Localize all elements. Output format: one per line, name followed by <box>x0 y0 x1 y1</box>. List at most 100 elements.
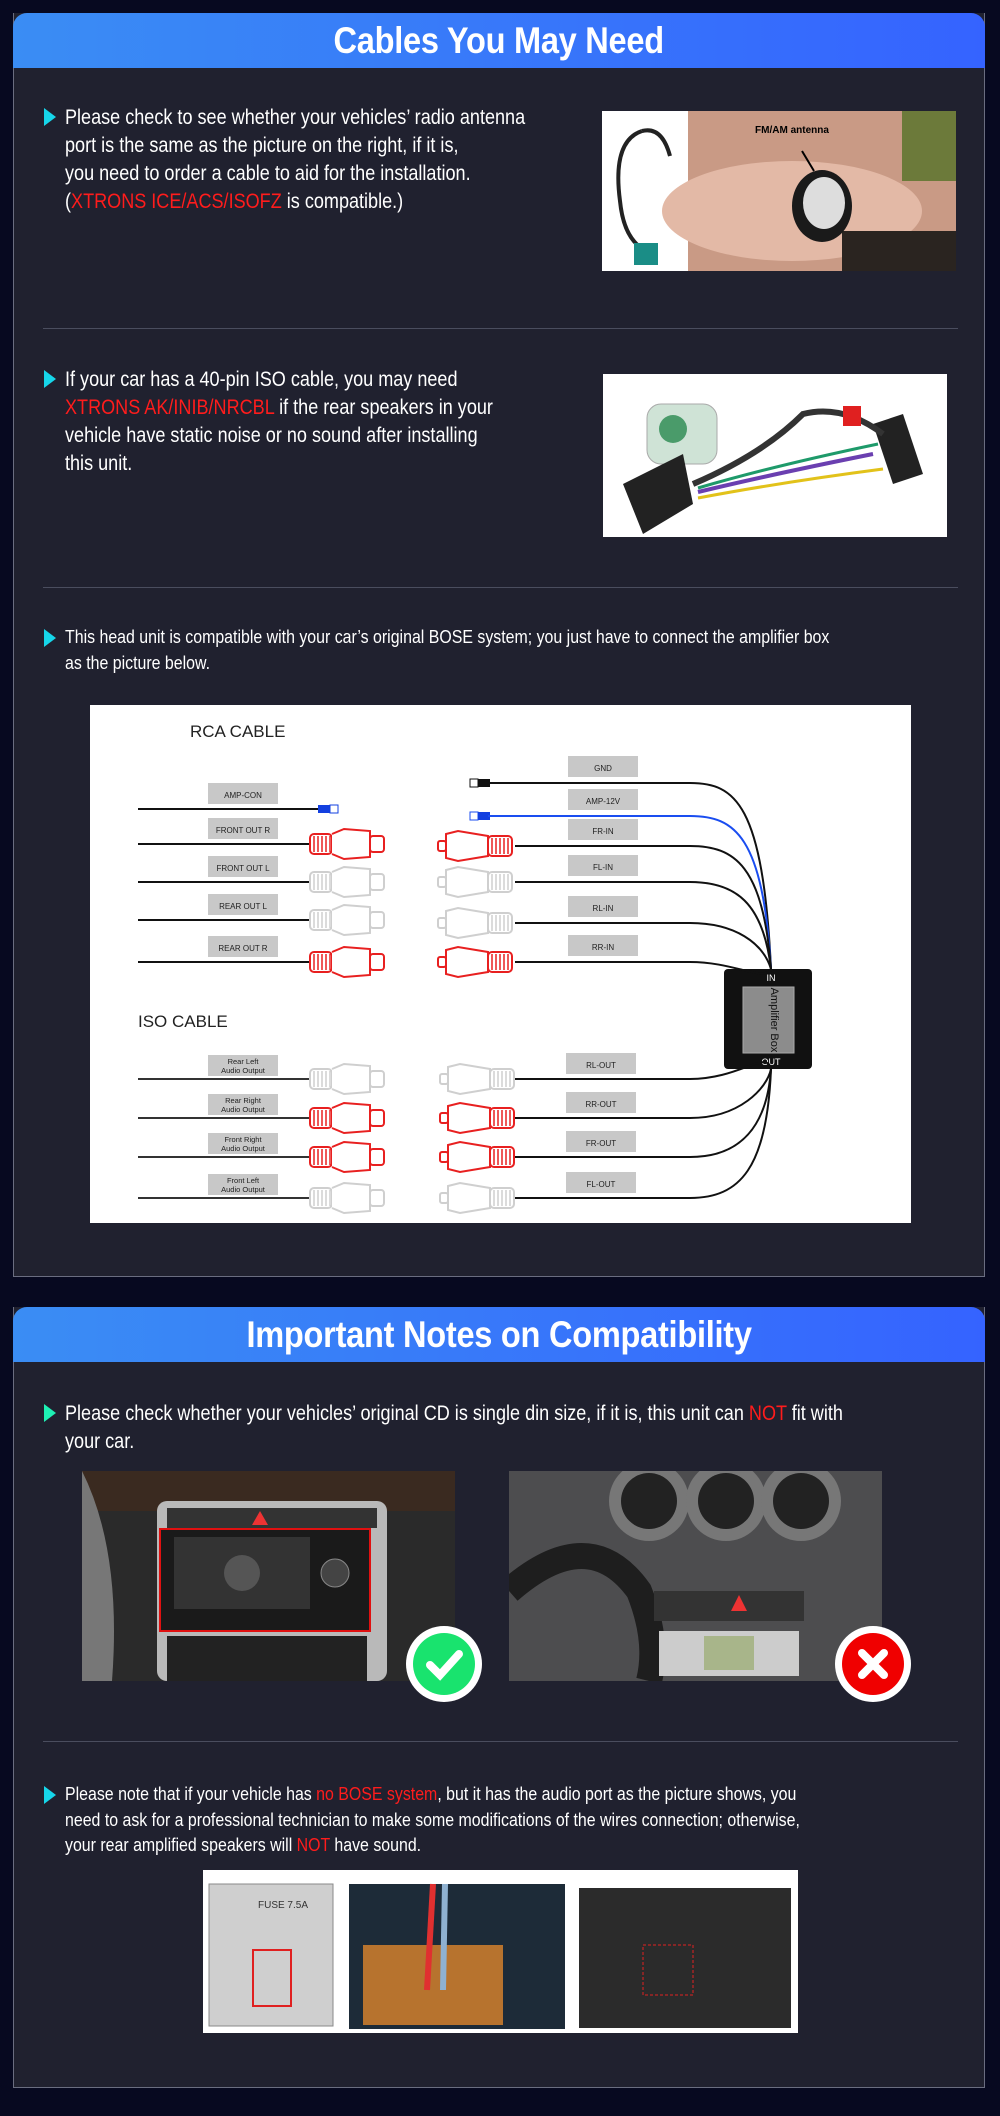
bose-note: This head unit is compatible with your c… <box>65 624 954 675</box>
rca-right-label-box <box>568 789 638 810</box>
text-segment: your car. <box>65 1430 135 1453</box>
iso-left-label: Front Right <box>224 1135 262 1144</box>
plug-body <box>331 1101 371 1135</box>
iso-harness-photo <box>603 374 947 537</box>
rca-plug <box>437 945 513 979</box>
iso-plug <box>439 1181 515 1215</box>
highlight-text: NOT <box>296 1834 330 1855</box>
rca-right-label-box <box>568 935 638 956</box>
double-din-dash-photo <box>82 1471 455 1681</box>
text-segment: have sound. <box>329 1834 422 1855</box>
plug-body <box>331 1181 371 1215</box>
cables-header: Cables You May Need <box>13 13 985 68</box>
rca-in-wire <box>515 881 772 970</box>
bullet-arrow-icon <box>44 370 56 388</box>
iso-right-label: FR-OUT <box>586 1139 616 1148</box>
rca-in-wire <box>488 815 772 970</box>
plug-body <box>445 945 489 979</box>
rca-left-label: REAR OUT R <box>218 944 267 953</box>
amp-in-label: IN <box>767 973 776 983</box>
highlight-text: no BOSE system <box>316 1783 438 1804</box>
iso-left-label: Audio Output <box>221 1185 266 1194</box>
divider <box>43 328 958 329</box>
iso-out-wire <box>515 1068 772 1158</box>
audio-port-illustration: FUSE 7.5A <box>208 1883 791 2029</box>
no-bose-note: Please note that if your vehicle has no … <box>65 1781 920 1858</box>
text-segment: If your car has a 40-pin ISO cable, you … <box>65 368 458 391</box>
rca-cable-title: RCA CABLE <box>190 722 285 741</box>
plug-tip <box>369 911 385 929</box>
iso-right-label: RL-OUT <box>586 1061 616 1070</box>
plug-tip <box>369 1148 385 1166</box>
plug-body <box>447 1181 491 1215</box>
harness-illustration <box>623 403 923 534</box>
rca-plug <box>309 827 385 861</box>
text-segment: port is the same as the picture on the r… <box>65 134 459 157</box>
iso-plug <box>439 1062 515 1096</box>
rca-right-label-box <box>568 819 638 840</box>
check-badge <box>406 1626 482 1702</box>
cross-badge <box>835 1626 911 1702</box>
rca-in-wire <box>515 845 772 970</box>
iso-right-label: RR-OUT <box>585 1100 616 1109</box>
plug-pin <box>437 876 447 888</box>
iso-plug <box>309 1062 385 1096</box>
iso-out-wire <box>515 1068 772 1199</box>
rca-in-wire <box>515 961 772 975</box>
plug-body <box>445 865 489 899</box>
text-line: your car. <box>65 1428 843 1456</box>
bullet-arrow-icon <box>44 108 56 126</box>
rca-left-label-box <box>208 894 278 915</box>
plug-tip <box>369 953 385 971</box>
text-line: need to ask for a professional technicia… <box>65 1807 800 1833</box>
compat-header: Important Notes on Compatibility <box>13 1307 985 1362</box>
plug-body <box>331 827 371 861</box>
pin-connector <box>478 779 490 787</box>
rca-right-label-box <box>568 756 638 777</box>
text-line: Please note that if your vehicle has no … <box>65 1781 800 1807</box>
iso-plug <box>309 1140 385 1174</box>
rca-plug <box>437 829 513 863</box>
highlight-text: XTRONS AK/INIB/NRCBL <box>65 396 275 419</box>
rca-plug <box>309 865 385 899</box>
rca-right-label: GND <box>594 764 612 773</box>
amplifier-box-inner <box>742 986 795 1054</box>
text-line: your rear amplified speakers will NOT ha… <box>65 1832 800 1858</box>
rca-right-label: AMP-12V <box>586 797 621 806</box>
plug-body <box>445 829 489 863</box>
text-segment: if the rear speakers in your <box>274 396 493 419</box>
antenna-note: Please check to see whether your vehicle… <box>65 104 600 216</box>
iso-right-label-box <box>566 1131 636 1152</box>
iso-right-label-box <box>566 1172 636 1193</box>
rca-left-label: FRONT OUT R <box>216 826 271 835</box>
divider <box>43 587 958 588</box>
amp-out-label: OUT <box>762 1057 782 1067</box>
plug-body <box>445 906 489 940</box>
plug-body <box>331 903 371 937</box>
section-title: Cables You May Need <box>333 20 665 61</box>
rca-plug <box>309 903 385 937</box>
text-segment: fit with <box>786 1402 843 1425</box>
iso-left-label: Rear Left <box>228 1057 260 1066</box>
plug-tip <box>369 873 385 891</box>
rca-left-label-box <box>208 936 278 957</box>
iso-plug <box>439 1140 515 1174</box>
iso-left-label: Audio Output <box>221 1144 266 1153</box>
double-din-illustration <box>82 1471 455 1681</box>
text-segment: you need to order a cable to aid for the… <box>65 162 471 185</box>
iso-cable-title: ISO CABLE <box>138 1012 228 1031</box>
antenna-image-label: FM/AM antenna <box>755 125 829 136</box>
text-segment: this unit. <box>65 452 133 475</box>
plug-body <box>331 865 371 899</box>
text-segment: is compatible.) <box>281 190 404 213</box>
rca-right-label: FR-IN <box>592 827 614 836</box>
iso-out-wire <box>515 1061 772 1080</box>
rca-right-label-box <box>568 855 638 876</box>
highlight-text: NOT <box>748 1402 787 1425</box>
pin-connector-tip <box>469 811 479 821</box>
plug-tip <box>369 1070 385 1088</box>
iso-left-label: Rear Right <box>225 1096 262 1105</box>
plug-tip <box>369 1189 385 1207</box>
